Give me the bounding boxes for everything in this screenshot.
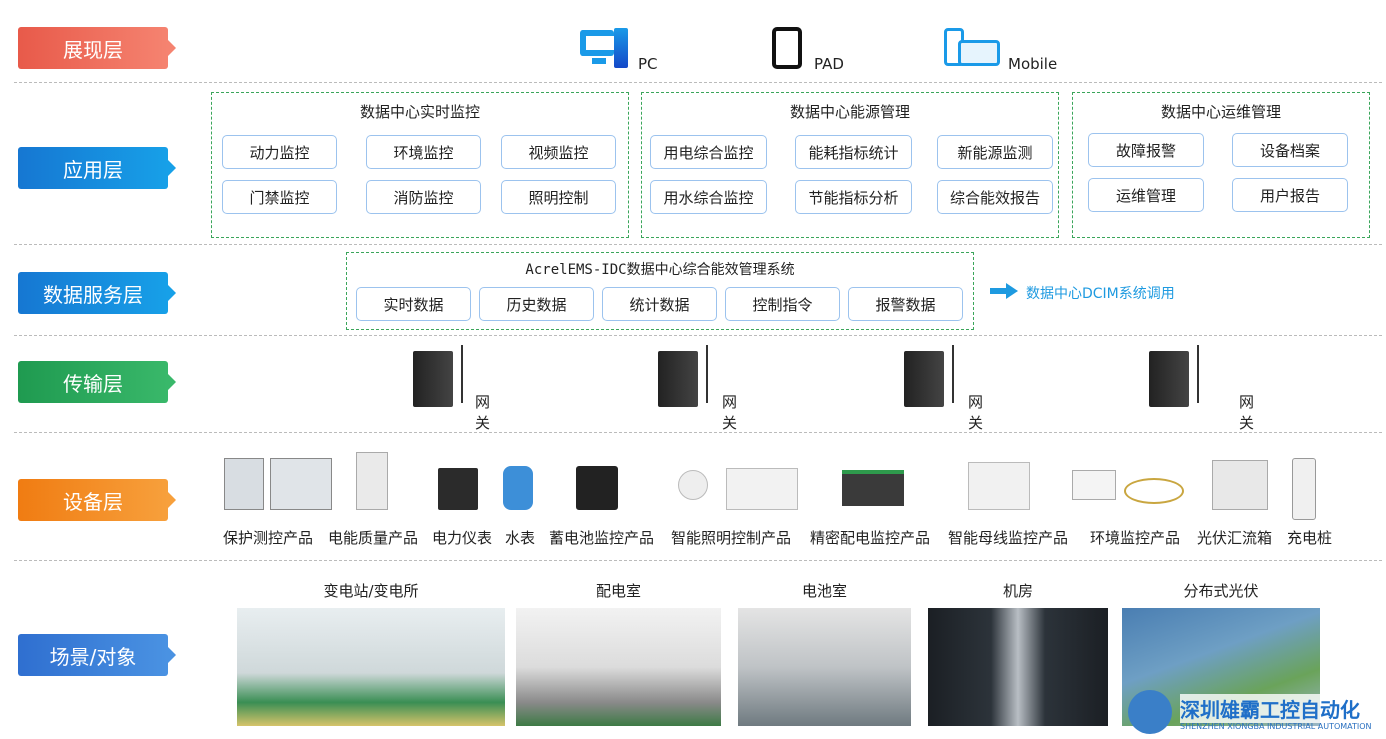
scene-title: 变电站/变电所 (323, 582, 419, 600)
mobile-label: Mobile (1008, 55, 1058, 73)
pad-icon (772, 27, 802, 69)
layer-application: 应用层 (18, 147, 176, 189)
mobile-icon (944, 28, 1000, 68)
gateway-icon (413, 351, 453, 407)
watermark-en: SHENZHEN XIONGBA INDUSTRIAL AUTOMATION (1180, 722, 1372, 731)
device-label: 光伏汇流箱 (1197, 529, 1273, 547)
data-item[interactable]: 报警数据 (848, 287, 963, 321)
layer-presentation: 展现层 (18, 27, 176, 69)
device-label: 保护测控产品 (223, 529, 314, 547)
app-item[interactable]: 照明控制 (501, 180, 616, 214)
pv-combiner-icon (1212, 460, 1268, 510)
protection-device-icon (270, 458, 332, 510)
group-title: 数据中心能源管理 (789, 103, 910, 121)
divider (14, 82, 1382, 83)
watermark-cn: 深圳雄霸工控自动化 (1180, 694, 1360, 723)
pc-label: PC (638, 55, 658, 73)
gateway-icon (1149, 351, 1189, 407)
gateway-label: 网关 (475, 393, 491, 432)
app-item[interactable]: 能耗指标统计 (795, 135, 912, 169)
device-label: 充电桩 (1287, 529, 1333, 547)
power-meter-icon (438, 468, 478, 510)
layer-transport: 传输层 (18, 361, 176, 403)
ev-charger-icon (1292, 458, 1316, 520)
busbar-monitor-icon (968, 462, 1030, 510)
gateway-label: 网关 (968, 393, 984, 432)
app-item[interactable]: 用户报告 (1232, 178, 1348, 212)
scene-title: 电池室 (801, 582, 847, 600)
group-operations: 数据中心运维管理 故障报警 设备档案 运维管理 用户报告 (1072, 92, 1370, 238)
layer-scene: 场景/对象 (18, 634, 176, 676)
protection-device-icon (224, 458, 264, 510)
data-item[interactable]: 实时数据 (356, 287, 471, 321)
distribution-room-photo (516, 608, 721, 726)
app-item[interactable]: 运维管理 (1088, 178, 1204, 212)
battery-room-photo (738, 608, 911, 726)
dcim-link[interactable]: 数据中心DCIM系统调用 (1026, 286, 1175, 302)
divider (14, 432, 1382, 433)
device-label: 智能照明控制产品 (671, 529, 792, 547)
server-room-photo (928, 608, 1108, 726)
power-quality-cabinet-icon (356, 452, 388, 510)
layer-device: 设备层 (18, 479, 176, 521)
device-label: 蓄电池监控产品 (549, 529, 655, 547)
app-item[interactable]: 设备档案 (1232, 133, 1348, 167)
data-item[interactable]: 控制指令 (725, 287, 840, 321)
app-item[interactable]: 门禁监控 (222, 180, 337, 214)
scene-title: 机房 (1002, 582, 1033, 600)
group-title: 数据中心运维管理 (1160, 103, 1281, 121)
water-meter-icon (503, 466, 533, 510)
divider (14, 335, 1382, 336)
divider (14, 560, 1382, 561)
lighting-module-icon (726, 468, 798, 510)
gateway-label: 网关 (722, 393, 738, 432)
battery-monitor-icon (576, 466, 618, 510)
data-service-system: AcrelEMS-IDC数据中心综合能效管理系统 实时数据 历史数据 统计数据 … (346, 252, 974, 330)
app-item[interactable]: 动力监控 (222, 135, 337, 169)
group-energy-management: 数据中心能源管理 用电综合监控 能耗指标统计 新能源监测 用水综合监控 节能指标… (641, 92, 1059, 238)
app-item[interactable]: 视频监控 (501, 135, 616, 169)
distribution-monitor-icon (842, 470, 904, 506)
group-realtime-monitoring: 数据中心实时监控 动力监控 环境监控 视频监控 门禁监控 消防监控 照明控制 (211, 92, 629, 238)
app-item[interactable]: 故障报警 (1088, 133, 1204, 167)
gateway-label: 网关 (1239, 393, 1255, 432)
app-item[interactable]: 用电综合监控 (650, 135, 767, 169)
env-sensor-icon (1072, 470, 1116, 500)
app-item[interactable]: 环境监控 (366, 135, 481, 169)
pad-label: PAD (814, 55, 844, 73)
app-item[interactable]: 综合能效报告 (937, 180, 1053, 214)
system-title: AcrelEMS-IDC数据中心综合能效管理系统 (525, 262, 795, 278)
layer-data-service: 数据服务层 (18, 272, 176, 314)
scene-title: 配电室 (595, 582, 641, 600)
gateway-icon (904, 351, 944, 407)
group-title: 数据中心实时监控 (359, 103, 480, 121)
arrow-right-icon (990, 283, 1018, 299)
device-label: 智能母线监控产品 (948, 529, 1069, 547)
app-item[interactable]: 消防监控 (366, 180, 481, 214)
app-item[interactable]: 用水综合监控 (650, 180, 767, 214)
device-label: 精密配电监控产品 (810, 529, 931, 547)
device-label: 电力仪表 (432, 529, 493, 547)
substation-photo (237, 608, 505, 726)
device-label: 环境监控产品 (1090, 529, 1181, 547)
divider (14, 244, 1382, 245)
app-item[interactable]: 新能源监测 (937, 135, 1053, 169)
pc-icon (580, 28, 628, 68)
env-probe-icon (1124, 478, 1184, 504)
lighting-sensor-icon (678, 470, 708, 500)
data-item[interactable]: 统计数据 (602, 287, 717, 321)
device-label: 电能质量产品 (328, 529, 419, 547)
scene-title: 分布式光伏 (1183, 582, 1259, 600)
app-item[interactable]: 节能指标分析 (795, 180, 912, 214)
watermark-logo (1128, 690, 1172, 734)
gateway-icon (658, 351, 698, 407)
data-item[interactable]: 历史数据 (479, 287, 594, 321)
device-label: 水表 (505, 529, 536, 547)
